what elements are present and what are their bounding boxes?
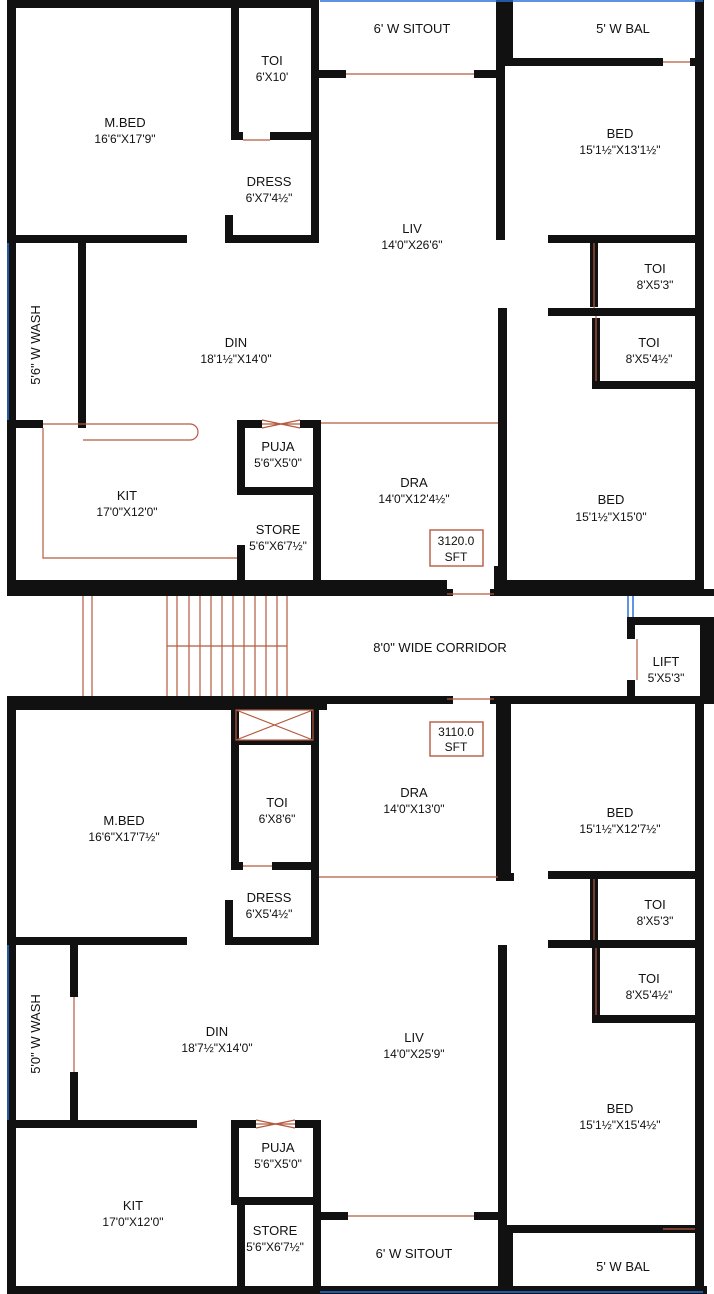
lift-dim: 5'X5'3" <box>648 671 685 685</box>
top-bed1-name: BED <box>607 126 634 141</box>
window-lines <box>7 0 703 1293</box>
bottom-toi2-dim: 8'X5'4½" <box>626 988 673 1002</box>
top-store-name: STORE <box>256 522 301 537</box>
bottom-toi-master-name: TOI <box>266 795 287 810</box>
bottom-dress-name: DRESS <box>247 890 292 905</box>
bottom-wash-name: 5'0" W WASH <box>28 994 43 1074</box>
top-toi2-dim: 8'X5'4½" <box>626 352 673 366</box>
bottom-kit-name: KIT <box>123 1198 143 1213</box>
bottom-bed1-name: BED <box>607 805 634 820</box>
staircase <box>82 593 638 700</box>
corridor-name: 8'0" WIDE CORRIDOR <box>373 640 507 655</box>
top-dra-dim: 14'0"X12'4½" <box>378 492 449 506</box>
annotation-lines <box>42 61 695 1230</box>
top-kit-name: KIT <box>117 488 137 503</box>
bottom-mbed-name: M.BED <box>103 813 144 828</box>
top-bal-name: 5' W BAL <box>596 21 650 36</box>
bottom-toi2-name: TOI <box>638 971 659 986</box>
top-dress-dim: 6'X7'4½" <box>246 191 293 205</box>
bottom-toi1-dim: 8'X5'3" <box>637 914 674 928</box>
bottom-area-box <box>429 721 484 757</box>
top-dress-name: DRESS <box>247 174 292 189</box>
bottom-puja-dim: 5'6"X5'0" <box>254 1157 302 1171</box>
corridor-walls <box>7 589 714 704</box>
bottom-liv-name: LIV <box>404 1030 424 1045</box>
bottom-liv-dim: 14'0"X25'9" <box>383 1047 444 1061</box>
top-dra-name: DRA <box>400 475 428 490</box>
bottom-bed1-dim: 15'1½"X12'7½" <box>579 822 660 836</box>
bottom-kit-dim: 17'0"X12'0" <box>102 1215 163 1229</box>
top-bed1-dim: 15'1½"X13'1½" <box>579 143 660 157</box>
bottom-dra-dim: 14'0"X13'0" <box>383 802 444 816</box>
bottom-unit-walls <box>7 704 707 1294</box>
top-sitout-name: 6' W SITOUT <box>374 21 451 36</box>
bottom-toi1-name: TOI <box>644 897 665 912</box>
bottom-area-unit: SFT <box>445 740 468 754</box>
top-kit-dim: 17'0"X12'0" <box>96 505 157 519</box>
top-mbed-name: M.BED <box>104 115 145 130</box>
top-bed2-dim: 15'1½"X15'0" <box>575 510 646 524</box>
top-toi1-name: TOI <box>644 261 665 276</box>
bottom-bal-name: 5' W BAL <box>596 1259 650 1274</box>
top-puja-dim: 5'6"X5'0" <box>254 456 302 470</box>
top-din-dim: 18'1½"X14'0" <box>200 352 271 366</box>
bottom-bed2-dim: 15'1½"X15'4½" <box>579 1118 660 1132</box>
top-liv-name: LIV <box>402 221 422 236</box>
top-liv-dim: 14'0"X26'6" <box>381 238 442 252</box>
top-store-dim: 5'6"X6'7½" <box>249 539 307 553</box>
bottom-store-name: STORE <box>253 1223 298 1238</box>
bottom-mbed-dim: 16'6"X17'7½" <box>88 830 159 844</box>
bottom-area-value: 3110.0 <box>438 725 474 739</box>
top-bed2-name: BED <box>598 492 625 507</box>
top-din-name: DIN <box>225 335 247 350</box>
bottom-din-name: DIN <box>206 1024 228 1039</box>
bottom-dra-name: DRA <box>400 785 428 800</box>
top-wash-name: 5'6" W WASH <box>28 305 43 385</box>
bottom-din-dim: 18'7½"X14'0" <box>181 1041 252 1055</box>
top-toi1-dim: 8'X5'3" <box>637 278 674 292</box>
top-area-unit: SFT <box>445 550 468 564</box>
bottom-sitout-name: 6' W SITOUT <box>376 1246 453 1261</box>
bottom-puja-name: PUJA <box>261 1140 295 1155</box>
bottom-store-dim: 5'6"X6'7½" <box>246 1240 304 1254</box>
bottom-dress-dim: 6'X5'4½" <box>246 907 293 921</box>
bottom-toi-master-dim: 6'X8'6" <box>259 812 296 826</box>
lift-name: LIFT <box>653 654 680 669</box>
top-toi2-name: TOI <box>638 335 659 350</box>
bottom-bed2-name: BED <box>607 1101 634 1116</box>
top-toi-master-dim: 6'X10' <box>256 70 289 84</box>
top-unit-walls <box>7 0 704 594</box>
top-toi-master-name: TOI <box>261 53 282 68</box>
top-area-value: 3120.0 <box>438 534 475 548</box>
top-puja-name: PUJA <box>261 439 295 454</box>
top-mbed-dim: 16'6"X17'9" <box>94 132 155 146</box>
top-area-box <box>429 529 484 567</box>
